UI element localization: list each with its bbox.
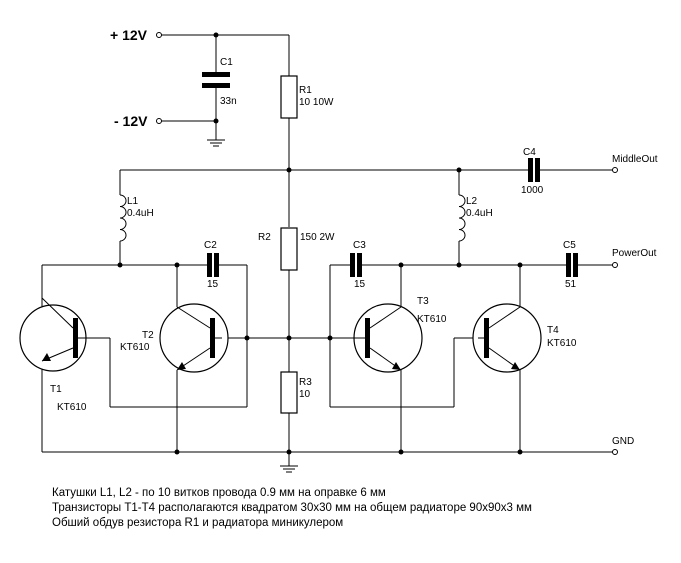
resistor-r2: R2 150 2W	[258, 227, 335, 271]
c5-ref: C5	[563, 240, 576, 251]
neg12v-terminal	[156, 118, 162, 124]
middleout-terminal	[612, 167, 618, 173]
l1-ref: L1	[127, 196, 139, 207]
gnd-label: GND	[612, 436, 634, 447]
c1-value: 33n	[220, 96, 237, 107]
junction-dot	[213, 32, 219, 38]
gnd-terminal	[612, 449, 618, 455]
t4-ref: T4	[547, 325, 559, 336]
transistor-t4: T4 KT610	[472, 303, 577, 373]
note-line: Катушки L1, L2 - по 10 витков провода 0.…	[52, 487, 386, 499]
transistor-t1: T1 KT610	[19, 265, 111, 413]
pos12v-label: + 12V	[110, 27, 148, 43]
capacitor-c5: C5 51	[563, 240, 578, 290]
resistor-r1: R1 10 10W	[280, 75, 334, 119]
c1-ref: C1	[220, 57, 233, 68]
c3-ref: C3	[353, 240, 366, 251]
inductor-l2: L2 0.4uH	[458, 194, 493, 242]
c2-value: 15	[207, 279, 219, 290]
c3-value: 15	[354, 279, 366, 290]
capacitor-c4: C4 1000	[521, 147, 544, 196]
c5-value: 51	[565, 279, 577, 290]
c2-ref: C2	[204, 240, 217, 251]
r1-value: 10 10W	[299, 97, 334, 108]
transistor-t2: T2 KT610	[120, 303, 229, 373]
junction-dot	[327, 335, 333, 341]
junction-dot	[517, 449, 523, 455]
inductor-l1: L1 0.4uH	[119, 194, 154, 242]
r2-ref: R2	[258, 232, 271, 243]
t3-value: KT610	[417, 314, 447, 325]
junction-dot	[117, 262, 123, 268]
t2-value: KT610	[120, 342, 150, 353]
t4-value: KT610	[547, 338, 577, 349]
junction-dot	[244, 335, 250, 341]
c4-ref: C4	[523, 147, 536, 158]
r2-value: 150 2W	[300, 232, 335, 243]
junction-dots	[117, 32, 523, 455]
l2-ref: L2	[466, 196, 478, 207]
junction-dot	[456, 167, 462, 173]
neg12v-label: - 12V	[114, 113, 148, 129]
capacitor-c1: C1 33n	[202, 57, 237, 107]
junction-dot	[456, 262, 462, 268]
junction-dot	[286, 167, 292, 173]
transistor-t3: T3 KT610	[352, 296, 447, 373]
powerout-terminal	[612, 262, 618, 268]
pos12v-terminal	[156, 32, 162, 38]
junction-dot	[174, 449, 180, 455]
powerout-label: PowerOut	[612, 248, 657, 259]
capacitor-c2: C2 15	[204, 240, 219, 290]
t2-ref: T2	[142, 330, 154, 341]
junction-dot	[174, 262, 180, 268]
middleout-label: MiddleOut	[612, 154, 658, 165]
c4-value: 1000	[521, 185, 544, 196]
junction-dot	[213, 118, 219, 124]
ground-symbol-main	[280, 465, 298, 473]
junction-dot	[517, 262, 523, 268]
junction-dot	[398, 449, 404, 455]
junction-dot	[398, 262, 404, 268]
capacitor-c3: C3 15	[350, 240, 366, 290]
junction-dot	[286, 449, 292, 455]
note-line: Обший обдув резистора R1 и радиатора мин…	[52, 517, 344, 529]
resistor-r3: R3 10	[280, 371, 312, 414]
l2-value: 0.4uH	[466, 208, 493, 219]
t1-value: KT610	[57, 402, 87, 413]
r3-ref: R3	[299, 377, 312, 388]
note-line: Транзисторы T1-T4 располагаются квадрато…	[52, 502, 532, 514]
r1-ref: R1	[299, 85, 312, 96]
l1-value: 0.4uH	[127, 208, 154, 219]
t1-ref: T1	[50, 384, 62, 395]
ground-symbol-c1	[207, 139, 225, 147]
t3-ref: T3	[417, 296, 429, 307]
r3-value: 10	[299, 389, 311, 400]
junction-dot	[286, 335, 292, 341]
notes-block: Катушки L1, L2 - по 10 витков провода 0.…	[52, 486, 532, 531]
